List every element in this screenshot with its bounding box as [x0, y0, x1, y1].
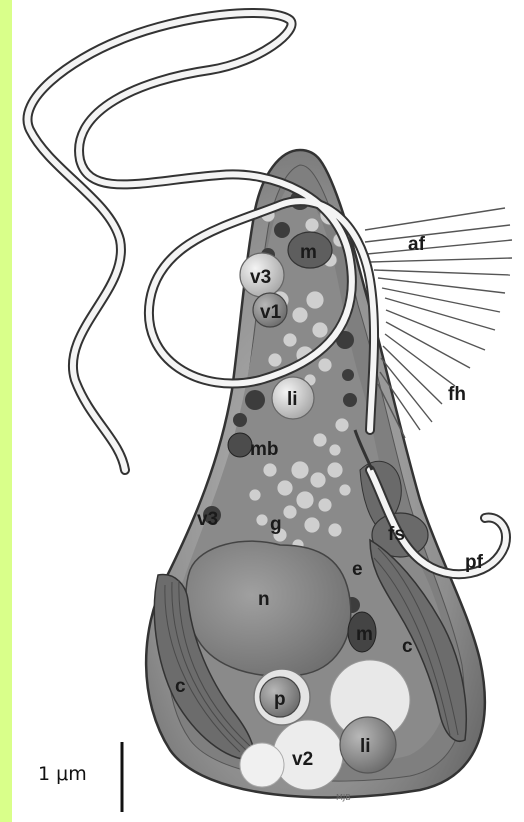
- label-c-right: c: [402, 636, 413, 657]
- label-v3-left: v3: [197, 509, 218, 530]
- label-v3-top: v3: [250, 267, 271, 288]
- flagellar-hairs: [365, 208, 512, 438]
- label-fh: fh: [448, 384, 466, 405]
- label-c-left: c: [175, 676, 186, 697]
- label-p: p: [274, 689, 286, 710]
- label-mb: mb: [250, 439, 279, 460]
- label-af: af: [408, 234, 426, 255]
- scale-bar-label: 1 μm: [38, 763, 87, 785]
- vacuole-bottom-small: [240, 743, 284, 787]
- label-g: g: [270, 514, 282, 535]
- label-li-bottom: li: [360, 736, 371, 757]
- microbody: [228, 433, 252, 457]
- label-m-top: m: [300, 242, 317, 263]
- illustrator-signature: MJB: [336, 793, 351, 802]
- label-fs: fs: [388, 524, 405, 545]
- label-n: n: [258, 589, 270, 610]
- label-v2: v2: [292, 749, 313, 770]
- label-v1: v1: [260, 302, 282, 323]
- label-e: e: [352, 559, 363, 580]
- label-li-mid: li: [287, 389, 298, 410]
- label-m-right: m: [356, 624, 373, 645]
- label-pf: pf: [465, 552, 484, 573]
